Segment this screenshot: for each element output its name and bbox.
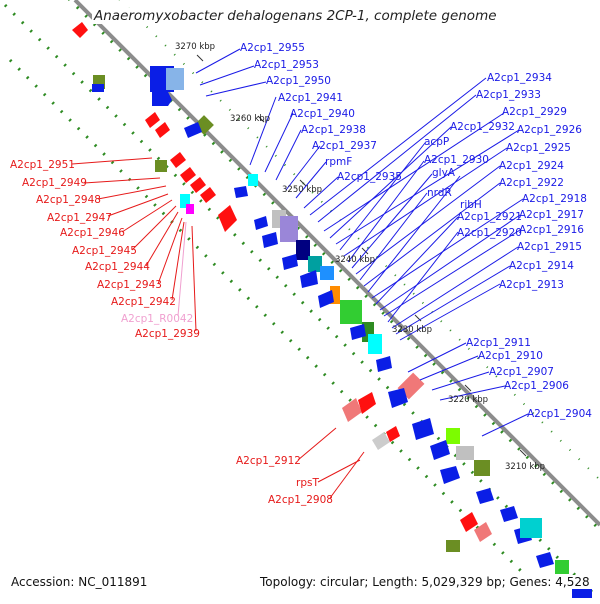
gene-label: A2cp1_2926 [517,124,582,136]
gene-label: A2cp1_2915 [517,241,582,253]
tick-label: 3210 kbp [505,462,545,472]
gene-label: A2cp1_2918 [522,193,587,205]
tick-labels: 3270 kbp 3260 kbp 3250 kbp 3240 kbp 3230… [175,42,545,472]
gene-label: A2cp1_2950 [266,75,331,87]
gene-label: A2cp1_2921 [457,211,522,223]
gene-label: A2cp1_2946 [60,227,125,239]
gene-label: A2cp1_2907 [489,366,554,378]
label-leader-lines-pink [177,221,187,317]
gene-label: rpsT [296,477,319,489]
tick-label: 3270 kbp [175,42,215,52]
label-leader-lines-red [71,157,365,499]
gene-label: A2cp1_2912 [236,455,301,467]
gene-label: A2cp1_2947 [47,212,112,224]
gene-label: A2cp1_2906 [504,380,569,392]
gene-label: A2cp1_2916 [519,224,584,236]
gene-label: A2cp1_2941 [278,92,343,104]
gene-label: A2cp1_2920 [457,227,522,239]
gene-label: A2cp1_2932 [450,121,515,133]
genome-summary-text: Topology: circular; Length: 5,029,329 bp… [258,575,592,589]
gene-label: A2cp1_2917 [519,209,584,221]
label-leader-lines-blue [195,48,529,437]
gene-label: A2cp1_2938 [301,124,366,136]
gene-label: A2cp1_2924 [499,160,564,172]
gene-label: A2cp1_2949 [22,177,87,189]
gene-label: A2cp1_2940 [290,108,355,120]
tick-marks [196,54,527,457]
gene-label: A2cp1_2914 [509,260,574,272]
tick-label: 3220 kbp [448,395,488,405]
gene-labels-pink: A2cp1_R0042 [121,313,193,325]
tick-label: 3230 kbp [392,325,432,335]
gene-label: A2cp1_2922 [499,177,564,189]
accession-text: Accession: NC_011891 [9,575,150,589]
tick-label: 3240 kbp [335,255,375,265]
gene-label: ribH [460,199,482,211]
gene-label: A2cp1_2913 [499,279,564,291]
dot-tracks [3,0,600,600]
gene-label: A2cp1_2929 [502,106,567,118]
gene-features [72,22,592,598]
gene-labels-blue: A2cp1_2955 A2cp1_2953 A2cp1_2950 A2cp1_2… [240,42,592,420]
genome-title: Anaeromyxobacter dehalogenans 2CP-1, com… [92,8,499,24]
gene-label: A2cp1_2925 [506,142,571,154]
gene-label: A2cp1_2942 [111,296,176,308]
gene-label: rpmF [325,156,352,168]
gene-label: A2cp1_2943 [97,279,162,291]
gene-label: acpP [424,136,449,148]
gene-label: A2cp1_2944 [85,261,150,273]
gene-label: A2cp1_2953 [254,59,319,71]
gene-labels-red: A2cp1_2951 A2cp1_2949 A2cp1_2948 A2cp1_2… [10,159,333,506]
gene-label: A2cp1_2933 [476,89,541,101]
gene-label: nrdR [427,187,452,199]
gene-label: A2cp1_2937 [312,140,377,152]
gene-label: A2cp1_2934 [487,72,552,84]
gene-label: A2cp1_2945 [72,245,137,257]
gene-label: A2cp1_2911 [466,337,531,349]
gene-label: A2cp1_2951 [10,159,75,171]
gene-label: A2cp1_2939 [135,328,200,340]
tick-label: 3250 kbp [282,185,322,195]
gene-label: A2cp1_2930 [424,154,489,166]
gene-label: A2cp1_2908 [268,494,333,506]
gene-label: glyA [432,167,456,179]
gene-label: A2cp1_2948 [36,194,101,206]
gene-label: A2cp1_2904 [527,408,592,420]
gene-label: A2cp1_2955 [240,42,305,54]
tick-label: 3260 kbp [230,114,270,124]
gene-label: A2cp1_2910 [478,350,543,362]
gene-label: A2cp1_R0042 [121,313,193,325]
gene-label: A2cp1_2935 [337,171,402,183]
